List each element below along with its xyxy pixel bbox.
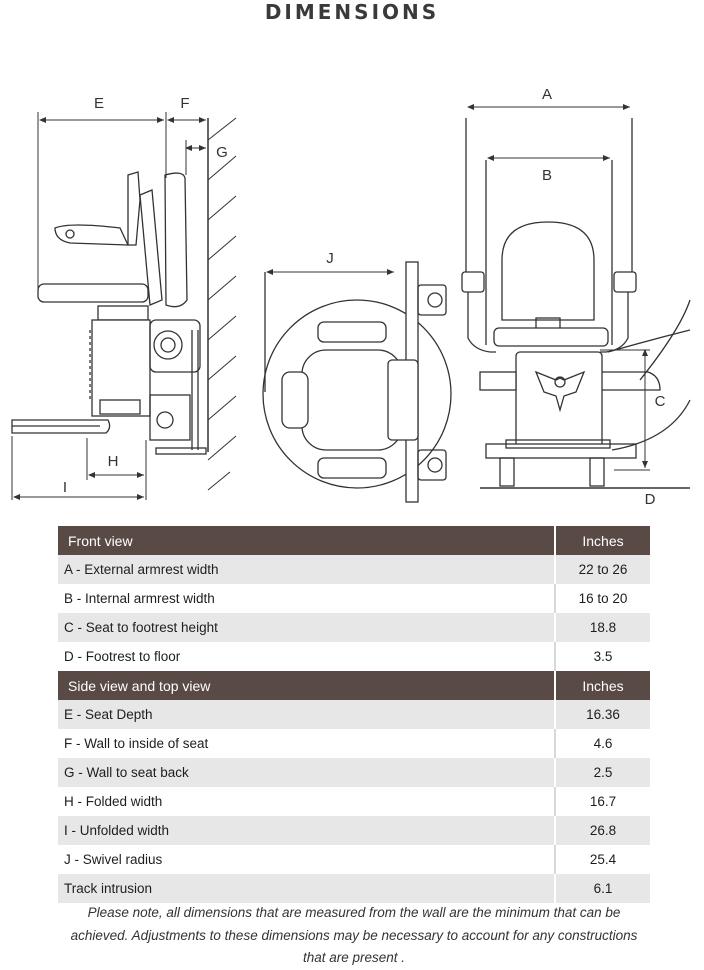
row-label: A - External armrest width [58,555,555,584]
side-view-dimensions [11,112,206,500]
footnote-line: that are present . [302,950,406,965]
front-view-unit: Inches [554,526,650,555]
row-value: 22 to 26 [554,555,650,584]
row-value: 16 to 20 [554,584,650,613]
table-row: E - Seat Depth 16.36 [58,700,650,729]
row-label: J - Swivel radius [58,845,555,874]
row-label: G - Wall to seat back [58,758,555,787]
front-view-dimensions [467,104,650,471]
row-value: 4.6 [554,729,650,758]
dimension-diagram: E F G H I J A B C D [11,86,691,508]
table-row: Track intrusion 6.1 [58,874,650,903]
row-value: 25.4 [554,845,650,874]
table-row: D - Footrest to floor 3.5 [58,642,650,671]
page-title: DIMENSIONS [264,0,440,24]
label-f: F [180,95,189,112]
row-value: 16.7 [554,787,650,816]
dimensions-table: Front view Inches A - External armrest w… [58,526,650,903]
side-view-unit: Inches [554,671,650,700]
table-row: H - Folded width 16.7 [58,787,650,816]
row-label: I - Unfolded width [58,816,555,845]
row-label: H - Folded width [58,787,555,816]
row-label: E - Seat Depth [58,700,555,729]
label-j: J [326,250,334,267]
table-row: G - Wall to seat back 2.5 [58,758,650,787]
table-row: F - Wall to inside of seat 4.6 [58,729,650,758]
dimension-labels: E F G H I J A B C D [63,86,666,508]
row-value: 26.8 [554,816,650,845]
table-row: B - Internal armrest width 16 to 20 [58,584,650,613]
table-row: A - External armrest width 22 to 26 [58,555,650,584]
side-view-header: Side view and top view [58,671,555,700]
footnote-line: achieved. Adjustments to these dimension… [70,927,638,943]
footnote-line: Please note, all dimensions that are mea… [87,905,621,920]
row-label: Track intrusion [58,874,555,903]
table-row: C - Seat to footrest height 18.8 [58,613,650,642]
row-value: 3.5 [554,642,650,671]
front-view-drawing [461,118,691,489]
label-c: C [655,393,666,410]
row-value: 18.8 [554,613,650,642]
label-d: D [645,491,656,508]
row-value: 2.5 [554,758,650,787]
side-view-header-row: Side view and top view Inches [58,671,650,700]
row-label: F - Wall to inside of seat [58,729,555,758]
front-view-header: Front view [58,526,555,555]
row-label: C - Seat to footrest height [58,613,555,642]
row-value: 6.1 [554,874,650,903]
label-h: H [108,453,119,470]
front-view-header-row: Front view Inches [58,526,650,555]
top-view-drawing [262,261,452,503]
label-g: G [216,144,228,161]
label-e: E [94,95,104,112]
row-value: 16.36 [554,700,650,729]
footnote: Please note, all dimensions that are mea… [54,902,654,970]
side-view-drawing [11,117,237,491]
label-b: B [542,167,552,184]
label-i: I [63,479,67,496]
label-a: A [542,86,552,103]
table-row: J - Swivel radius 25.4 [58,845,650,874]
row-label: D - Footrest to floor [58,642,555,671]
row-label: B - Internal armrest width [58,584,555,613]
table-row: I - Unfolded width 26.8 [58,816,650,845]
